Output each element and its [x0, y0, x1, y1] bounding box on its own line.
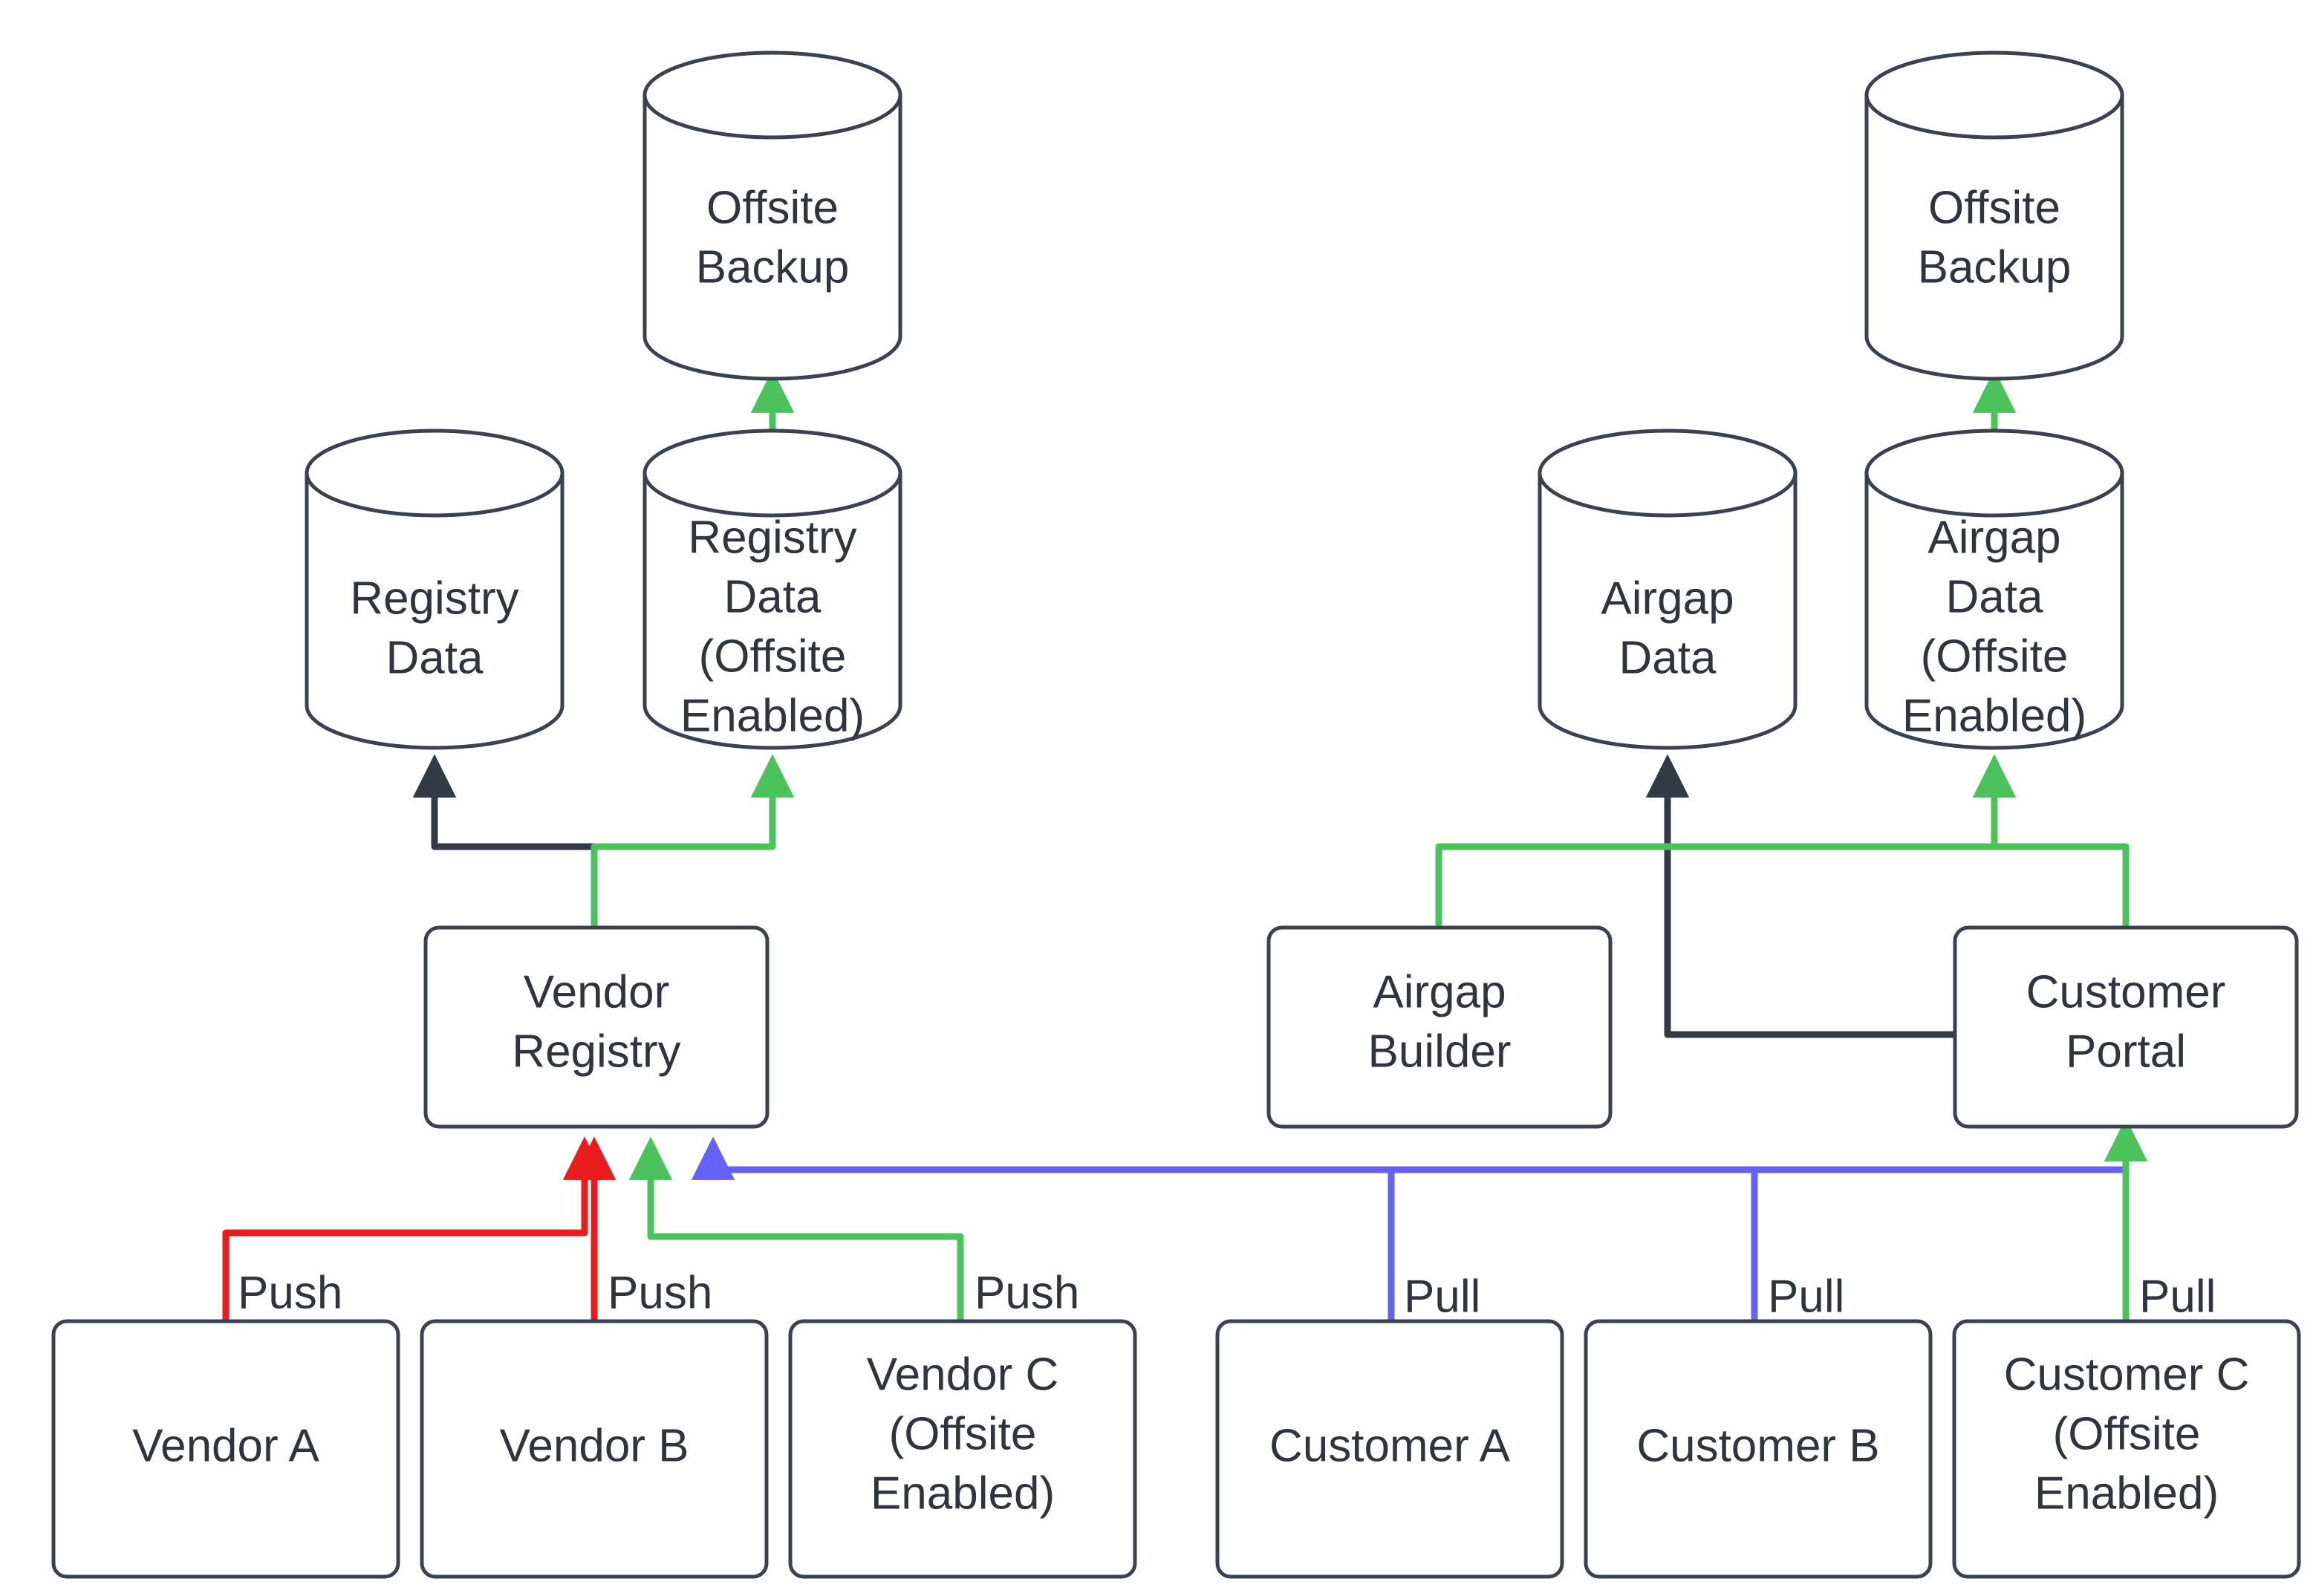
edge-label-customer-c-pull: Pull — [2139, 1271, 2216, 1322]
node-customer-portal[interactable]: Customer Portal — [1953, 925, 2299, 1129]
edge-customer-portal-to-airgap-data-offsite — [1991, 843, 2130, 928]
node-label: Data — [724, 571, 822, 622]
cylinder-top — [1864, 429, 2124, 518]
node-box — [1584, 1319, 1933, 1579]
node-offsite-backup-left[interactable]: Offsite Backup — [642, 51, 902, 381]
node-offsite-backup-right[interactable]: Offsite Backup — [1864, 51, 2124, 381]
edge-label-vendor-a-push: Push — [238, 1267, 342, 1318]
node-label: Builder — [1368, 1026, 1512, 1077]
node-label: Vendor — [524, 966, 670, 1017]
edge-label-customer-b-pull: Pull — [1768, 1271, 1844, 1322]
node-airgap-data-offsite[interactable]: Airgap Data (Offsite Enabled) — [1864, 429, 2124, 750]
edge-vendor-c-push — [628, 1136, 964, 1322]
cylinder-top — [1538, 429, 1798, 518]
cylinder-body — [305, 471, 565, 750]
node-label: Vendor B — [499, 1420, 689, 1471]
node-label: Offsite — [1928, 182, 2060, 233]
node-label: Registry — [688, 512, 856, 563]
cylinder-body — [642, 471, 902, 750]
cylinder-top — [642, 429, 902, 518]
node-label: Customer — [2026, 966, 2226, 1017]
edge-label-vendor-c-push: Push — [975, 1267, 1079, 1318]
node-label: Vendor A — [132, 1420, 319, 1471]
edge-vendor-registry-to-registry-data-offsite — [591, 754, 795, 928]
node-label: Enabled) — [1902, 690, 2086, 741]
node-customer-a[interactable]: Customer A — [1215, 1319, 1564, 1579]
node-label: Data — [386, 632, 484, 683]
node-label: Backup — [1918, 241, 2072, 293]
node-box — [420, 1319, 769, 1579]
node-label: Backup — [696, 241, 850, 293]
node-registry-data-offsite[interactable]: Registry Data (Offsite Enabled) — [642, 429, 902, 750]
edge-customer-b-pull — [709, 1166, 1758, 1322]
node-box — [788, 1319, 1137, 1579]
cylinder-body — [1538, 471, 1798, 750]
edge-airgap-builder-to-airgap-data-offsite — [1435, 754, 2017, 928]
node-label: Enabled) — [2034, 1468, 2219, 1519]
node-airgap-builder[interactable]: Airgap Builder — [1266, 925, 1613, 1129]
node-registry-data[interactable]: Registry Data — [305, 429, 565, 750]
edge-label-customer-a-pull: Pull — [1404, 1271, 1480, 1322]
node-label: Customer B — [1636, 1420, 1879, 1471]
node-label: Customer A — [1269, 1420, 1511, 1471]
cylinder-top — [1864, 51, 2124, 140]
node-box — [1952, 1319, 2301, 1579]
cylinder-body — [642, 93, 902, 381]
node-label: (Offsite — [2053, 1408, 2201, 1459]
node-label: Customer C — [2004, 1349, 2250, 1400]
node-box — [423, 925, 770, 1129]
edge-vendor-registry-to-registry-data — [412, 754, 598, 850]
node-label: Data — [1619, 632, 1717, 683]
node-label: Portal — [2066, 1026, 2186, 1077]
node-vendor-a[interactable]: Vendor A — [51, 1319, 400, 1579]
node-box — [51, 1319, 400, 1579]
cylinder-top — [642, 51, 902, 140]
edge-label-vendor-b-push: Push — [608, 1267, 712, 1318]
node-vendor-b[interactable]: Vendor B — [420, 1319, 769, 1579]
cylinder-top — [305, 429, 565, 518]
node-label: (Offsite — [699, 631, 847, 682]
node-box — [1266, 925, 1613, 1129]
node-box — [1215, 1319, 1564, 1579]
node-airgap-data[interactable]: Airgap Data — [1538, 429, 1798, 750]
cylinder-body — [1864, 471, 2124, 750]
node-label: Registry — [512, 1026, 680, 1077]
node-customer-b[interactable]: Customer B — [1584, 1319, 1933, 1579]
edge-vendor-a-push — [222, 1136, 607, 1322]
cylinder-body — [1864, 93, 2124, 381]
edge-customer-portal-to-airgap-data — [1645, 754, 1957, 1038]
node-label: Data — [1946, 571, 2043, 622]
node-label: Vendor C — [867, 1349, 1059, 1400]
node-label: Enabled) — [871, 1468, 1055, 1519]
node-customer-c[interactable]: Customer C (Offsite Enabled) — [1952, 1319, 2301, 1579]
node-label: (Offsite — [889, 1408, 1037, 1459]
node-vendor-registry[interactable]: Vendor Registry — [423, 925, 770, 1129]
node-label: (Offsite — [1921, 631, 2069, 682]
node-box — [1953, 925, 2299, 1129]
node-label: Enabled) — [680, 690, 865, 741]
node-label: Airgap — [1373, 966, 1506, 1017]
node-label: Registry — [350, 573, 518, 624]
node-label: Airgap — [1928, 512, 2060, 563]
node-label: Airgap — [1601, 573, 1734, 624]
node-label: Offsite — [706, 182, 839, 233]
node-vendor-c[interactable]: Vendor C (Offsite Enabled) — [788, 1319, 1137, 1579]
